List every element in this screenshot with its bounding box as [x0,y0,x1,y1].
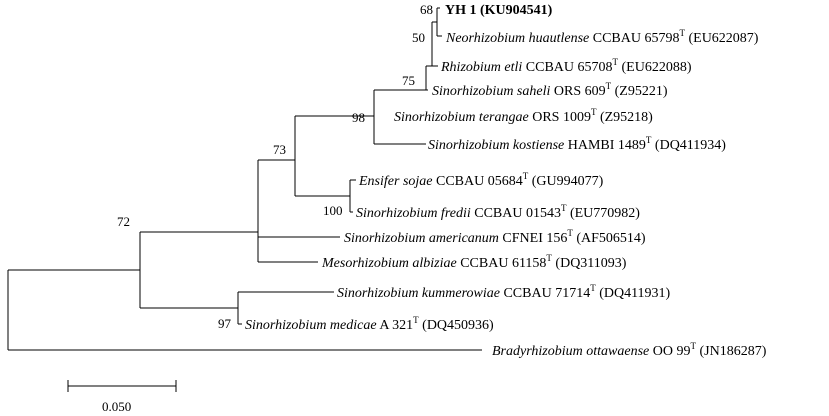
taxon-label-etli: Rhizobium etli CCBAU 65708T (EU622088) [440,57,692,75]
bootstrap-value: 98 [352,110,365,125]
bootstrap-value: 100 [323,203,343,218]
bootstrap-value: 75 [402,73,415,88]
bootstrap-value: 97 [218,316,232,331]
scale-bar: 0.050 [67,380,177,414]
taxon-label-kostiense: Sinorhizobium kostiense HAMBI 1489T (DQ4… [428,135,726,153]
taxon-labels: YH 1 (KU904541) Neorhizobium huautlense … [245,3,767,359]
taxon-label-yh1: YH 1 (KU904541) [445,3,553,18]
taxon-label-fredii: Sinorhizobium fredii CCBAU 01543T (EU770… [356,203,640,221]
bootstrap-value: 68 [420,2,433,17]
taxon-label-medicae: Sinorhizobium medicae A 321T (DQ450936) [245,315,494,333]
taxon-label-saheli: Sinorhizobium saheli ORS 609T (Z95221) [432,81,668,99]
taxon-label-huautlense: Neorhizobium huautlense CCBAU 65798T (EU… [445,28,759,46]
taxon-label-kummerowiae: Sinorhizobium kummerowiae CCBAU 71714T (… [337,283,671,301]
bootstrap-value: 72 [117,214,130,229]
taxon-label-americanum: Sinorhizobium americanum CFNEI 156T (AF5… [344,228,646,246]
bootstrap-value: 73 [273,142,286,157]
taxon-label-mesorhizobium: Mesorhizobium albiziae CCBAU 61158T (DQ3… [321,253,627,271]
scale-bar-label: 0.050 [102,399,131,414]
tree-branches [7,7,482,351]
taxon-label-terangae: Sinorhizobium terangae ORS 1009T (Z95218… [394,107,653,125]
taxon-label-bradyrhizobium: Bradyrhizobium ottawaense OO 99T (JN1862… [492,341,767,359]
bootstrap-value: 50 [412,30,425,45]
bootstrap-values: 68 50 75 98 73 100 72 97 [117,2,433,331]
taxon-label-ensifer: Ensifer sojae CCBAU 05684T (GU994077) [358,171,604,189]
